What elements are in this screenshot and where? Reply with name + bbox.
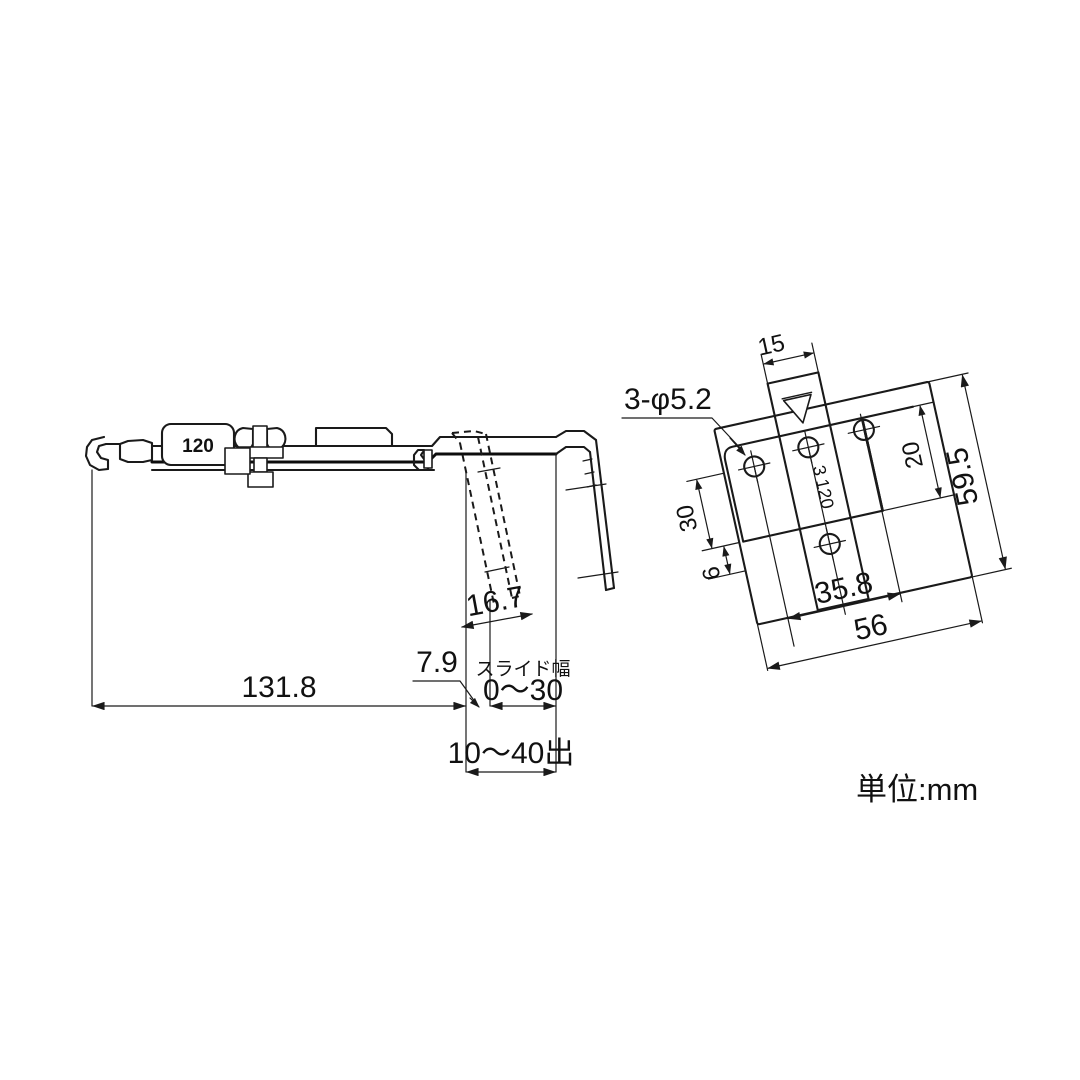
hole-callout: 3-φ5.2 (621, 383, 746, 456)
dimension-slide-width-range: 0〜30 (483, 674, 563, 707)
dimension-rib-width: 15 (755, 329, 815, 366)
triangle-emboss-icon (781, 391, 813, 424)
side-elevation-view: 120 (84, 422, 619, 777)
plan-witness-lines (686, 342, 1012, 647)
inner-hook (412, 448, 433, 472)
dimension-rib-width-value: 15 (755, 329, 787, 361)
flange-recess (723, 416, 884, 543)
hinge-arm-dashed-position (451, 429, 521, 605)
hinge-arm-solid-position (554, 429, 619, 592)
dimension-projection-range: 10〜40出 (448, 705, 575, 777)
dimension-overall-width-value: 56 (851, 608, 891, 647)
unit-note-text: 単位:mm (856, 772, 978, 807)
dimension-offset: 7.9 (412, 646, 480, 708)
dimension-hole-pitch-upper: 20 (897, 405, 942, 498)
dimension-edge-to-hole: 30 (671, 479, 714, 549)
dimension-overall-width: 56 (756, 576, 984, 672)
dimension-slide-width: スライド幅 0〜30 (475, 658, 571, 711)
dimension-projection-range-value: 10〜40出 (448, 737, 575, 770)
dimension-edge-to-hole-value: 30 (671, 502, 703, 534)
dimension-overall-length-value: 131.8 (241, 671, 316, 704)
dimension-hole-edge-offset: 6 (697, 545, 732, 583)
part-number-label: 120 (182, 436, 214, 457)
dimension-hole-edge-offset-value: 6 (697, 564, 726, 583)
plan-view-rotated: 3 120 (671, 329, 1012, 672)
dimension-slide-width-label: スライド幅 (475, 658, 570, 680)
dimension-offset-value: 7.9 (416, 646, 458, 679)
dimension-overall-length: 131.8 (91, 671, 467, 711)
unit-note: 単位:mm (856, 772, 978, 807)
hole-callout-value: 3-φ5.2 (624, 383, 712, 416)
saddle-block (314, 426, 394, 448)
dimension-hole-span: 35.8 (787, 566, 901, 621)
wing-nut-assembly (224, 425, 287, 488)
dimension-hole-pitch-upper-value: 20 (897, 439, 929, 471)
part-number-block: 120 (160, 422, 236, 467)
